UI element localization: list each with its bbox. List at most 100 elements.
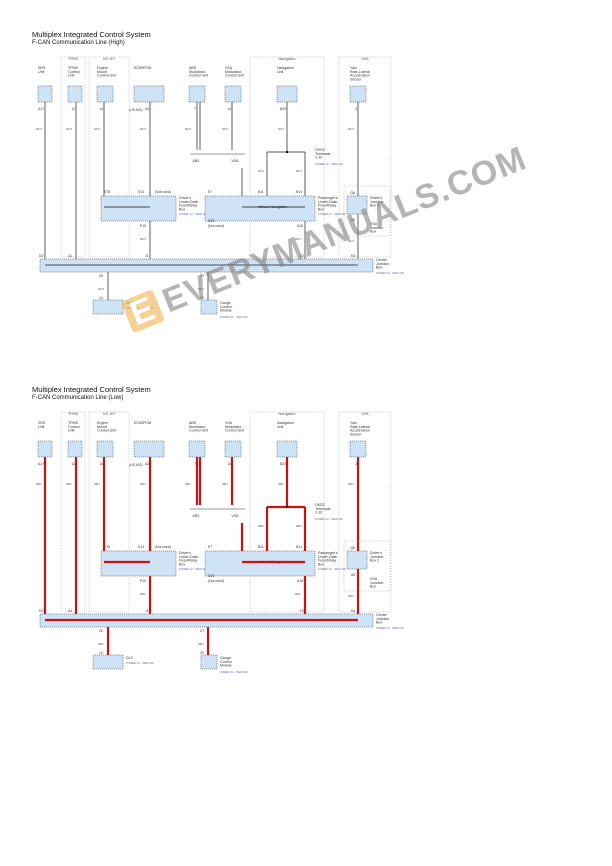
unit-srs-connector [37, 85, 53, 103]
center-jb-pin-5: K4 [351, 254, 355, 258]
wire-dlc-color: WHT [98, 287, 104, 291]
driver-jb2-box [346, 550, 368, 570]
passenger-fuse-pin-not: D25 [208, 574, 214, 578]
driver-fuse-box [100, 550, 177, 577]
unit-nav-connector [276, 85, 298, 103]
jb2-pin-in: Q6 [350, 191, 355, 195]
unit-yaw-label: Sensor [350, 432, 362, 436]
unit-tpms-pin: 11 [71, 107, 75, 111]
wire-okd2-left-color: RED [258, 524, 264, 528]
okd2-label: 1-10 [315, 511, 322, 515]
diagram-high-title: Multiplex Integrated Control System F-CA… [32, 30, 151, 48]
driver-fuse-label: Box [179, 562, 185, 566]
driver-fuse-not-used: (Not used) [155, 545, 171, 549]
unit-tpms-label: TPMS [68, 66, 79, 70]
unit-vsa-label: Modulator- [225, 425, 243, 429]
unit-engine-label: Mount [97, 425, 107, 429]
center-jb-pin-4: F2 [300, 609, 304, 613]
wire-ecm-color: WHT [140, 127, 146, 131]
unit-nav-label: Navigation [277, 421, 294, 425]
unit-abs-label: ABS [189, 421, 197, 425]
group-vsa-label: VSA [361, 57, 369, 61]
unit-abs-pin: 7 [194, 107, 196, 111]
passenger-fuse-box [204, 550, 316, 577]
group-vsa-outline [338, 56, 392, 258]
dlc-label: DLC [126, 656, 134, 660]
driver-jb2-label: Box 2 [370, 559, 379, 563]
wire-srs-color: RED [36, 482, 42, 486]
dlc-pin-top: 20 [99, 274, 103, 278]
vsa-variant-label: VSA [231, 159, 239, 163]
unit-tpms-label: Control [68, 70, 80, 74]
center-jb-label: Junction [376, 617, 389, 621]
driver-fuse-ref: P.INDEX 12 · VIEW 100 [179, 567, 207, 571]
passenger-fuse-not-used: (Not used) [208, 579, 224, 583]
center-jb-ref: P.INDEX 12 · VIEW 100 [376, 271, 404, 275]
passenger-fuse-pin-2: B11 [258, 545, 264, 549]
driver-fuse-label: Fuse/Relay [179, 204, 197, 208]
vsa-jb-label: Box [370, 585, 376, 589]
wire-srs-color: WHT [36, 127, 42, 131]
unit-tpms-label: Unit [68, 429, 74, 433]
unit-yaw-pin: 3 [355, 462, 357, 466]
driver-fuse-pin-not: E14 [138, 545, 144, 549]
gauge-label: Control [220, 660, 232, 664]
center-jb-pin-2: A1 [68, 254, 72, 258]
unit-vsa-connector [224, 85, 242, 103]
passenger-fuse-pin-not: D25 [208, 219, 214, 223]
gauge-connector [200, 654, 218, 670]
unit-tpms-connector [67, 440, 83, 458]
diagram-low-heading: Multiplex Integrated Control System [32, 385, 151, 394]
passenger-fuse-label: Box [318, 562, 324, 566]
wire-vsa-color: RED [222, 482, 228, 486]
wire-yaw-color: WHT [348, 127, 354, 131]
passenger-fuse-pin-3: B14 [296, 545, 302, 549]
vsa-jb-label: VSA [370, 577, 378, 581]
wire-jb2-color: WHT [348, 239, 354, 243]
unit-yaw-label: Acceleration [350, 74, 370, 78]
okd2-ref: P.INDEX 12 · VIEW 100 [315, 517, 343, 521]
jb2-outline [343, 540, 391, 592]
group-navigation-label: Navigation [279, 412, 296, 416]
wire-driver-fuse-color: WHT [140, 237, 146, 241]
unit-yaw-pin: 3 [355, 107, 357, 111]
passenger-fuse-label: Passenger's [318, 196, 338, 200]
unit-abs-pin: 7 [194, 462, 196, 466]
wire-gauge-color: WHT [198, 287, 204, 291]
unit-srs-label: Unit [38, 70, 44, 74]
driver-jb2-label: Driver's [370, 551, 382, 555]
wire-abs-color: WHT [185, 127, 191, 131]
unit-srs-label: SRS [38, 66, 46, 70]
unit-nav-pin: B20 [280, 107, 286, 111]
unit-srs-connector [37, 440, 53, 458]
wire-passenger-fuse-color: WHT [295, 237, 301, 241]
passenger-fuse-pin-out: A18 [297, 224, 303, 228]
unit-abs-connector [188, 85, 206, 103]
group-tpms-label: TPMS [68, 57, 79, 61]
unit-yaw-label: Yaw [350, 66, 357, 70]
unit-vsa-label: Modulator- [225, 70, 243, 74]
passenger-fuse-pin-1: E7 [208, 545, 212, 549]
unit-tpms-label: TPMS [68, 421, 79, 425]
unit-yaw-label: Sensor [350, 77, 362, 81]
unit-tpms-label: Unit [68, 74, 74, 78]
center-jb-pin-3: J1 [145, 254, 149, 258]
passenger-fuse-label: Box [318, 207, 324, 211]
driver-jb2-label: Junction [370, 555, 383, 559]
okd2-label: 1-10 [315, 156, 322, 160]
unit-srs-pin: A17 [38, 462, 44, 466]
okd2-label: OKD2 [315, 503, 325, 507]
driver-fuse-ref: P.INDEX 12 · VIEW 100 [179, 212, 207, 216]
unit-tpms-connector [67, 85, 83, 103]
unit-srs-pin: A17 [38, 107, 44, 111]
okd2-junction-dot [285, 150, 289, 154]
center-jb-label: Box [376, 621, 382, 625]
center-jb-ref: P.INDEX 12 · VIEW 100 [376, 626, 404, 630]
unit-ecm-pin: A3 [145, 462, 149, 466]
passenger-fuse-label: Passenger's [318, 551, 338, 555]
group-us-at-label: US: A/T [103, 57, 116, 61]
unit-engine-connector [96, 440, 114, 458]
diagram-low-subtitle: F-CAN Communication Line (Low) [32, 395, 124, 401]
unit-abs-label: ABS [189, 66, 197, 70]
